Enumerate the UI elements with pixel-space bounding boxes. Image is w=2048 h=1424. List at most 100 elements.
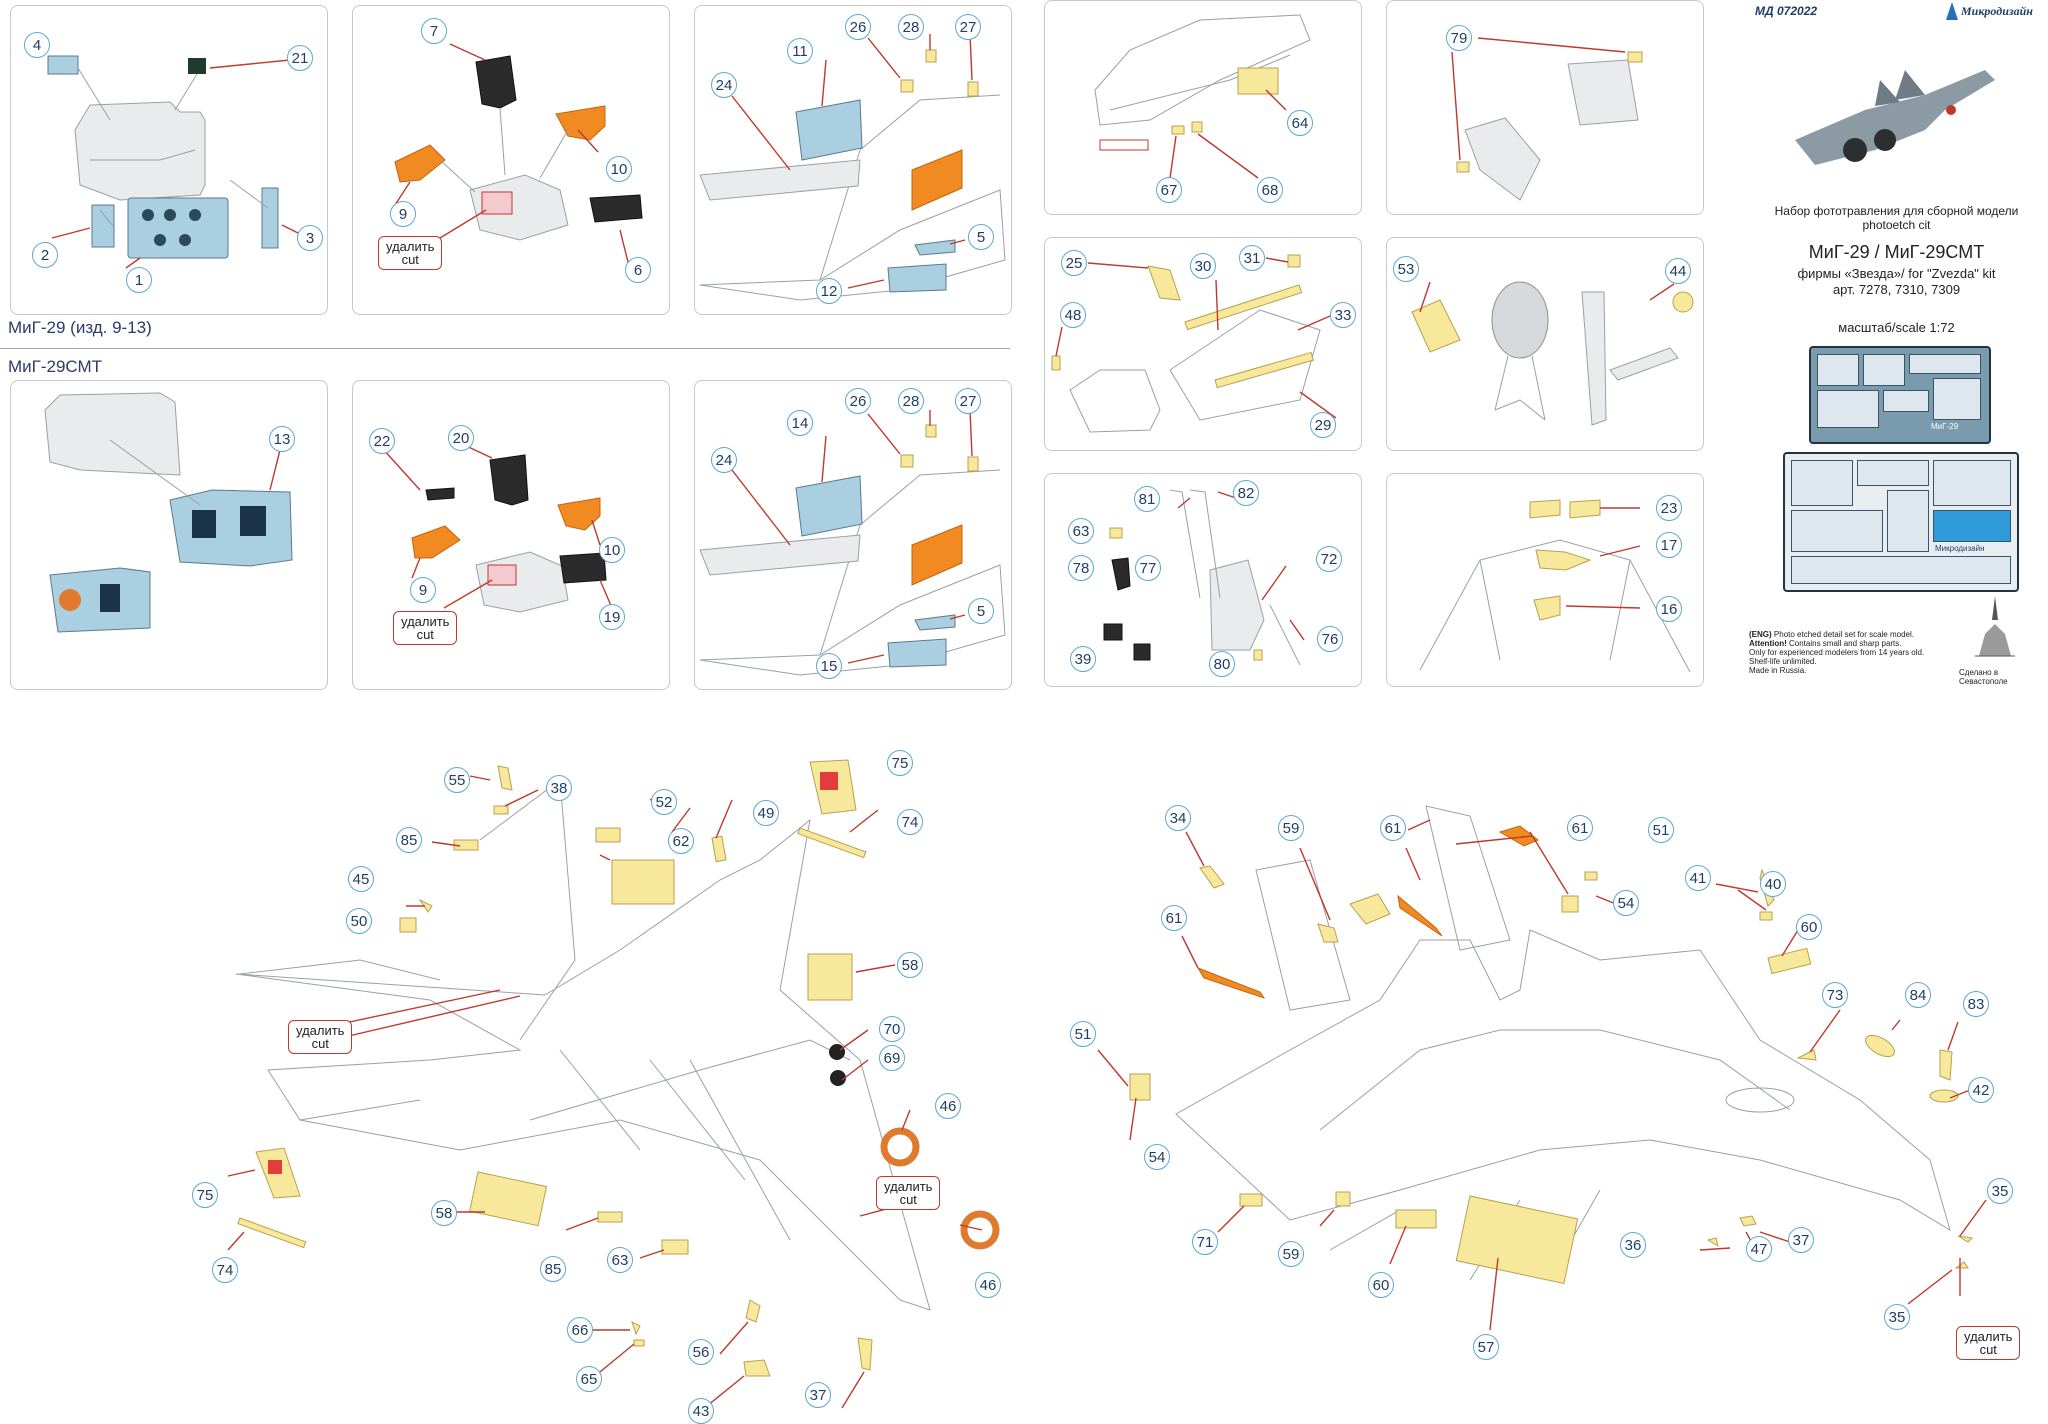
part-callout: 85	[540, 1256, 566, 1282]
part-callout: 67	[1156, 177, 1182, 203]
aircraft-top-drawing	[1097, 805, 1987, 1331]
part-callout: 54	[1144, 1144, 1170, 1170]
part-callout: 61	[1161, 905, 1187, 931]
part-callout: 43	[688, 1398, 714, 1424]
part-callout: 27	[955, 388, 981, 414]
part-callout: 60	[1368, 1272, 1394, 1298]
part-callout: 6	[625, 257, 651, 283]
section-label-mig29smt: МиГ-29СМТ	[8, 357, 103, 376]
part-callout: 34	[1165, 805, 1191, 831]
part-callout: 10	[606, 156, 632, 182]
part-callout: 50	[346, 908, 372, 934]
part-callout: 9	[410, 577, 436, 603]
part-callout: 58	[897, 952, 923, 978]
part-callout: 5	[968, 224, 994, 250]
part-callout: 64	[1287, 110, 1313, 136]
part-callout: 59	[1278, 1241, 1304, 1267]
part-callout: 74	[897, 809, 923, 835]
part-callout: 77	[1135, 555, 1161, 581]
subtitle-ru: Набор фототравления для сборной модели	[1774, 204, 2019, 218]
aircraft-photo	[1795, 70, 1995, 165]
fret-label-b: Микродизайн	[1935, 544, 1985, 553]
part-callout: 35	[1987, 1178, 2013, 1204]
part-callout: 35	[1884, 1304, 1910, 1330]
part-callout: 19	[599, 604, 625, 630]
part-callout: 75	[192, 1182, 218, 1208]
panel-landing-gear	[1386, 237, 1704, 451]
made-in-label: Сделано в Севастополе	[1959, 668, 2008, 686]
part-callout: 46	[975, 1272, 1001, 1298]
part-callout: 2	[32, 242, 58, 268]
part-callout: 38	[546, 775, 572, 801]
part-callout: 7	[421, 18, 447, 44]
part-callout: 13	[269, 426, 295, 452]
part-callout: 57	[1473, 1334, 1499, 1360]
part-callout: 73	[1822, 982, 1848, 1008]
part-callout: 10	[599, 537, 625, 563]
part-callout: 17	[1656, 532, 1682, 558]
panel-side-consoles	[694, 5, 1012, 315]
part-callout: 24	[711, 72, 737, 98]
part-callout: 85	[396, 827, 422, 853]
part-callout: 46	[935, 1093, 961, 1119]
part-callout: 70	[879, 1016, 905, 1042]
product-title: МиГ-29 / МиГ-29СМТ	[1808, 242, 1985, 262]
part-callout: 41	[1685, 865, 1711, 891]
panel-smt-side-consoles	[694, 380, 1012, 690]
part-callout: 48	[1060, 302, 1086, 328]
part-callout: 28	[898, 14, 924, 40]
part-callout: 54	[1613, 890, 1639, 916]
part-callout: 3	[297, 225, 323, 251]
part-callout: 24	[711, 447, 737, 473]
part-callout: 80	[1209, 651, 1235, 677]
part-callout: 58	[431, 1200, 457, 1226]
kit-line: фирмы «Звезда»/ for "Zvezda" kit	[1797, 266, 1996, 281]
part-callout: 74	[212, 1257, 238, 1283]
part-callout: 61	[1380, 815, 1406, 841]
part-callout: 20	[448, 425, 474, 451]
part-callout: 1	[126, 267, 152, 293]
part-callout: 51	[1070, 1021, 1096, 1047]
part-callout: 37	[1788, 1227, 1814, 1253]
subtitle-en: photoetch cit	[1862, 218, 1931, 232]
part-callout: 63	[607, 1247, 633, 1273]
part-callout: 14	[787, 410, 813, 436]
part-callout: 23	[1656, 495, 1682, 521]
part-callout: 63	[1068, 518, 1094, 544]
part-callout: 81	[1134, 486, 1160, 512]
part-callout: 21	[287, 45, 313, 71]
part-callout: 40	[1760, 871, 1786, 897]
part-callout: 60	[1796, 914, 1822, 940]
part-callout: 76	[1317, 626, 1343, 652]
part-callout: 5	[968, 598, 994, 624]
brand-logo-icon	[1946, 2, 1958, 20]
part-callout: 61	[1567, 815, 1593, 841]
part-callout: 83	[1963, 991, 1989, 1017]
part-callout: 52	[651, 789, 677, 815]
part-callout: 16	[1656, 596, 1682, 622]
part-callout: 12	[816, 278, 842, 304]
part-callout: 29	[1310, 412, 1336, 438]
panel-canopy-mirror	[1386, 0, 1704, 215]
part-callout: 59	[1278, 815, 1304, 841]
articles-line: арт. 7278, 7310, 7309	[1832, 282, 1961, 297]
part-callout: 49	[753, 800, 779, 826]
part-callout: 51	[1648, 817, 1674, 843]
part-callout: 84	[1905, 982, 1931, 1008]
part-callout: 37	[805, 1382, 831, 1408]
panel-cockpit-tub	[10, 5, 328, 315]
brand-logo: Микродизайн	[1945, 2, 2045, 20]
part-callout: 66	[567, 1317, 593, 1343]
fret-sheet-b: Микродизайн	[1783, 452, 2019, 592]
part-callout: 22	[369, 428, 395, 454]
notes-block: (ENG) Photo etched detail set for scale …	[1749, 630, 1925, 675]
part-callout: 27	[955, 14, 981, 40]
section-label-mig29: МиГ-29 (изд. 9-13)	[8, 318, 152, 337]
section-divider	[0, 348, 1010, 349]
part-callout: 42	[1968, 1077, 1994, 1103]
part-callout: 11	[787, 38, 813, 64]
